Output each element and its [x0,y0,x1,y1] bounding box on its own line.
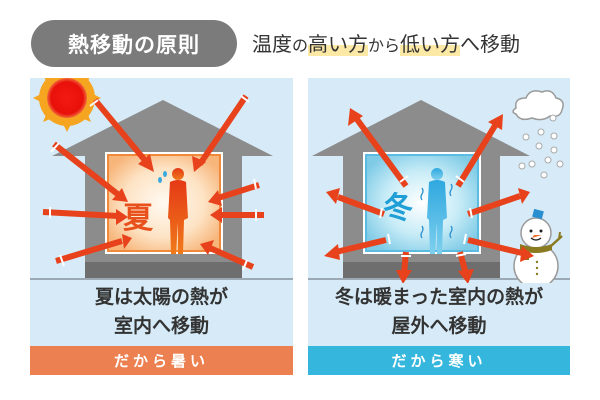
cloud-icon [512,90,564,121]
caption-line: 夏は太陽の熱が [94,286,228,308]
title-pill: 熱移動の原則 [31,20,237,67]
season-glyph-summer: 夏 [123,201,154,236]
winter-panel: 冬 冬は暖まった室内の熱が 屋外へ移動 だから寒い [308,78,570,375]
caption-line: 屋外へ移動 [391,315,487,337]
winter-house-illustration: 冬 [308,90,570,283]
subtitle-part: から [368,36,401,55]
season-glyph-winter: 冬 [383,191,413,226]
shiver-icon [420,183,453,239]
inward-heat-arrows [42,94,264,270]
subtitle-highlight-low: 低い方 [400,32,461,56]
caption-line: 冬は暖まった室内の熱が [334,286,544,308]
subtitle-part: へ移動 [460,32,521,56]
sun-icon [33,78,101,132]
summer-conclusion-band: だから暑い [30,346,293,375]
conclusion-label: だから寒い [391,352,487,370]
snow-icon [518,114,564,179]
summer-panel: 夏 夏は太陽の熱が 室内へ移動 だから暑い [30,78,293,375]
person-icon [168,168,188,254]
subtitle: 温度の高い方から低い方へ移動 [252,28,520,57]
outward-heat-arrows [324,108,534,283]
winter-conclusion-band: だから寒い [308,346,570,375]
conclusion-label: だから暑い [113,352,209,370]
page-title: 熱移動の原則 [68,32,200,57]
winter-caption: 冬は暖まった室内の熱が 屋外へ移動 [308,283,570,341]
summer-caption: 夏は太陽の熱が 室内へ移動 [30,283,293,341]
snowman-icon [513,208,563,283]
subtitle-part: 温度 [252,32,292,56]
subtitle-part: の [292,36,309,55]
sweat-drop-icon [158,171,167,183]
caption-line: 室内へ移動 [113,315,209,337]
house-base [343,262,500,279]
summer-house-illustration: 夏 [30,78,293,280]
house-base [85,262,242,279]
subtitle-highlight-high: 高い方 [308,32,369,56]
person-icon [427,168,447,254]
